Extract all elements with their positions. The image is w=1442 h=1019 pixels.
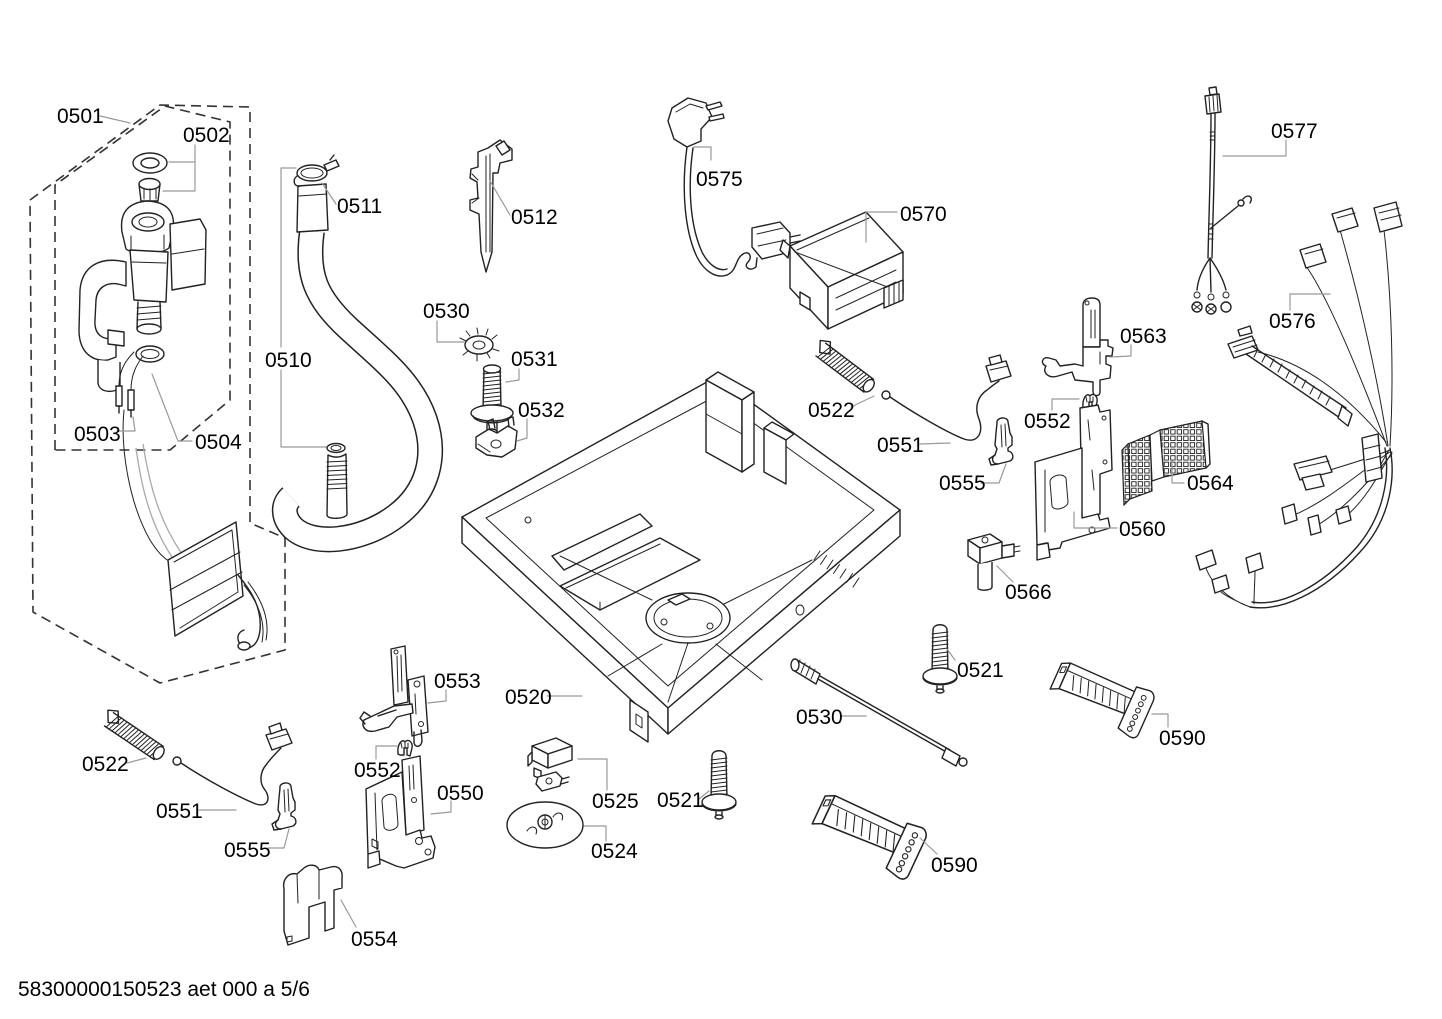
seal-washer-0502	[132, 152, 168, 174]
part-label-0530-bottom[interactable]: 0530	[796, 706, 843, 729]
control-module-0570	[779, 211, 904, 330]
bowden-cable-0551-left	[172, 722, 293, 806]
part-label-0570[interactable]: 0570	[900, 203, 947, 226]
hinge-bracket-0550	[365, 755, 436, 869]
part-label-0564[interactable]: 0564	[1187, 472, 1234, 495]
part-label-0530-top[interactable]: 0530	[423, 300, 470, 323]
rail-0590-bottom	[806, 784, 930, 882]
foot-screw-0521-center	[701, 750, 737, 820]
part-label-0555-right[interactable]: 0555	[939, 472, 986, 495]
part-label-0553[interactable]: 0553	[434, 670, 481, 693]
part-label-0501[interactable]: 0501	[57, 105, 104, 128]
terminal-wires	[118, 351, 144, 391]
inlet-valve-assembly	[78, 152, 207, 418]
part-label-0555-left[interactable]: 0555	[224, 839, 271, 862]
bracket-0560	[1034, 404, 1113, 561]
adjusting-screw-0531	[470, 364, 514, 436]
clip-0552-left	[397, 739, 413, 757]
rail-0590-right	[1044, 652, 1158, 741]
supply-hose-0510	[271, 154, 444, 553]
part-label-0566[interactable]: 0566	[1005, 581, 1052, 604]
hose-ring	[135, 345, 165, 363]
part-label-0511[interactable]: 0511	[337, 195, 382, 218]
suppressor-0525	[527, 737, 573, 792]
cover-0554	[282, 864, 343, 946]
power-cord-0575	[667, 97, 801, 277]
actuator-0566	[967, 533, 1021, 591]
part-label-0512[interactable]: 0512	[511, 206, 558, 229]
part-label-0563[interactable]: 0563	[1120, 325, 1167, 348]
bowden-cable-0551-right	[881, 354, 1012, 441]
document-number: 58300000150523 aet 000 a 5/6	[18, 978, 310, 1001]
base-assembly-0520	[461, 371, 901, 743]
part-label-0551-left[interactable]: 0551	[156, 800, 203, 823]
part-label-0503[interactable]: 0503	[74, 423, 121, 446]
part-label-0525[interactable]: 0525	[592, 790, 639, 813]
part-label-0560[interactable]: 0560	[1119, 518, 1166, 541]
terminal-0503	[115, 385, 123, 407]
bracket-0563	[1041, 297, 1114, 397]
sensor-cable-0577	[1191, 86, 1252, 315]
part-label-0551-right[interactable]: 0551	[877, 434, 924, 457]
sound-damper-0524	[506, 801, 584, 849]
part-label-0552-left[interactable]: 0552	[354, 759, 401, 782]
part-label-0590-bottom[interactable]: 0590	[931, 854, 978, 877]
part-label-0521-right[interactable]: 0521	[957, 659, 1004, 682]
part-label-0521-center[interactable]: 0521	[657, 789, 704, 812]
latch-0555-right	[988, 417, 1014, 466]
spring-0522-right	[810, 335, 881, 396]
part-label-0550[interactable]: 0550	[437, 782, 484, 805]
part-label-0502[interactable]: 0502	[183, 124, 230, 147]
part-label-0522-left[interactable]: 0522	[82, 753, 129, 776]
part-label-0520[interactable]: 0520	[505, 686, 552, 709]
foot-holder-0532	[475, 416, 518, 458]
part-label-0577[interactable]: 0577	[1271, 120, 1318, 143]
terminal-0503	[127, 389, 135, 411]
part-label-0522-right[interactable]: 0522	[808, 399, 855, 422]
callout-labels: 0501 0502 0511 0512 0575 0570 0577 0530 …	[57, 105, 1318, 951]
part-label-0575[interactable]: 0575	[696, 168, 743, 191]
hinge-bracket-0553	[359, 645, 429, 747]
cable-harness-0576	[1195, 201, 1403, 609]
mounting-rail-0512	[469, 139, 513, 273]
foot-screw-0521-right	[922, 624, 958, 694]
corrugated-hose-end	[326, 442, 348, 519]
grid-holder-0564	[1121, 420, 1211, 507]
fastening-nut-0530	[459, 327, 500, 362]
part-label-0524[interactable]: 0524	[591, 840, 638, 863]
part-label-0531[interactable]: 0531	[511, 348, 558, 371]
part-label-0554[interactable]: 0554	[351, 928, 398, 951]
leader-lines	[99, 115, 1331, 928]
part-label-0532[interactable]: 0532	[518, 399, 565, 422]
part-label-0510[interactable]: 0510	[265, 349, 312, 372]
latch-0555-left	[271, 782, 297, 831]
bowden-cable-0530-bottom	[790, 658, 968, 767]
flow-device-0504	[122, 409, 268, 651]
part-label-0552-right[interactable]: 0552	[1024, 410, 1071, 433]
part-label-0590-right[interactable]: 0590	[1159, 727, 1206, 750]
part-label-0576[interactable]: 0576	[1269, 310, 1316, 333]
part-label-0504[interactable]: 0504	[195, 431, 242, 454]
